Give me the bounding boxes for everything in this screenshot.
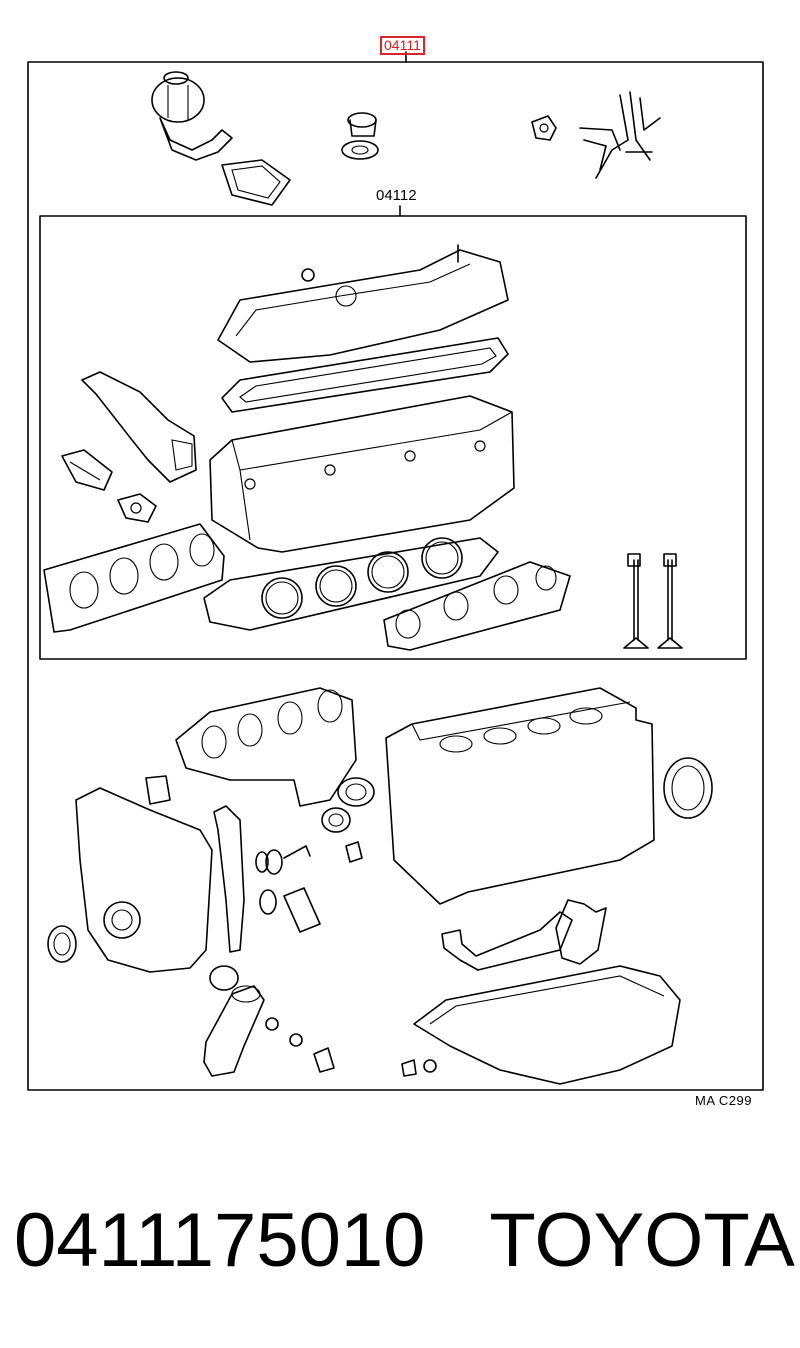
- oil-strainer-part: [441, 899, 607, 971]
- rear-oil-seal-part: [663, 757, 713, 819]
- filler-cap-part: [341, 112, 379, 160]
- front-oil-seal-part: [47, 925, 77, 963]
- outer-group-label[interactable]: 04111: [380, 36, 425, 55]
- rings-part: [321, 777, 375, 833]
- pump-gasket-part: [221, 159, 291, 206]
- hose-set-part: [579, 91, 661, 179]
- small-seals-part: [255, 841, 363, 933]
- drain-plug-parts: [265, 1017, 437, 1077]
- oil-filter-part: [203, 985, 265, 1077]
- timing-gasket-part: [145, 775, 245, 953]
- intake-manifold-part: [175, 687, 357, 807]
- cylinder-block-part: [385, 687, 655, 905]
- valve-part-right: [657, 553, 683, 649]
- outlet-gasket-part: [117, 493, 157, 523]
- cylinder-head-cover-part: [217, 244, 509, 363]
- exploded-view-illustration: [27, 51, 764, 1091]
- o-ring-part: [209, 965, 239, 991]
- brand-name: TOYOTA: [489, 1198, 795, 1283]
- small-gasket-part: [531, 115, 557, 141]
- parts-diagram: 04111 04112 MA C299: [27, 36, 764, 1108]
- timing-cover-part: [75, 787, 213, 973]
- part-number: 0411175010: [14, 1198, 426, 1283]
- exhaust-manifold-gasket-part: [43, 523, 225, 633]
- inner-frame: [39, 215, 747, 660]
- head-cover-gasket-part: [221, 337, 509, 413]
- valve-part-left: [623, 553, 649, 649]
- inner-group-label[interactable]: 04112: [376, 187, 417, 204]
- outer-frame: [27, 61, 764, 1091]
- part-caption: 0411175010 TOYOTA: [14, 1196, 795, 1286]
- oil-pan-part: [413, 965, 681, 1085]
- head-gasket-part: [203, 537, 499, 631]
- fuel-pump-part: [151, 71, 233, 161]
- diagram-code: MA C299: [695, 1093, 752, 1108]
- water-outlet-part: [81, 371, 197, 483]
- cylinder-head-part: [209, 395, 515, 553]
- intake-manifold-gasket-part: [383, 561, 571, 651]
- thermostat-part: [61, 449, 113, 491]
